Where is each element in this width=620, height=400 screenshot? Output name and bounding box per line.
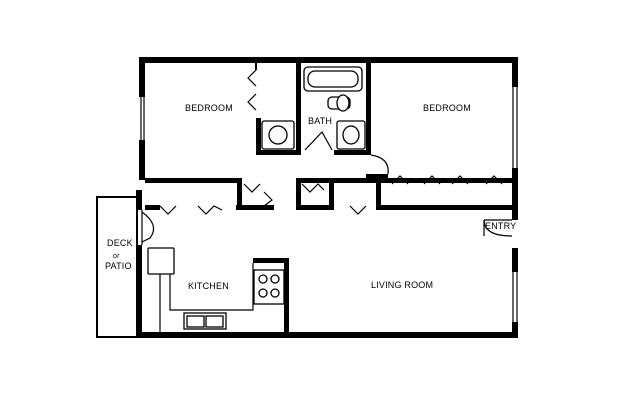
bedroom-right-label: BEDROOM	[423, 103, 471, 113]
windows	[140, 87, 518, 322]
kitchen-label: KITCHEN	[188, 281, 229, 291]
exterior-walls	[136, 57, 518, 338]
deck-label-line1: DECK	[107, 238, 133, 248]
kitchen-fixtures	[147, 247, 285, 332]
living-room-label: LIVING ROOM	[371, 280, 433, 290]
bath-fixtures	[261, 66, 366, 150]
swing-doors	[304, 130, 513, 237]
deck-door	[141, 210, 155, 245]
bedroom-left-label: BEDROOM	[185, 103, 233, 113]
interior-walls	[145, 63, 512, 332]
entry-label: ENTRY	[485, 221, 516, 231]
deck-label-line2: or	[113, 253, 120, 260]
deck-patio	[96, 196, 138, 338]
deck-label-line3: PATIO	[105, 261, 132, 271]
bath-label: BATH	[308, 116, 332, 126]
closet-doors	[159, 69, 503, 215]
